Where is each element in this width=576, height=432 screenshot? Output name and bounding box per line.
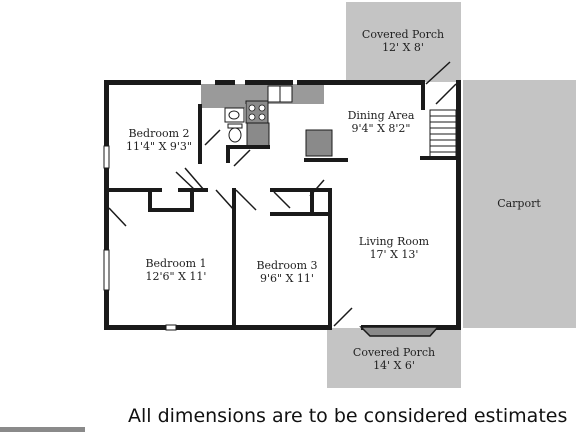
dining-area-size: 9'4" X 8'2" [352, 122, 411, 135]
estimate-disclaimer: All dimensions are to be considered esti… [128, 405, 568, 427]
bedroom-3-name: Bedroom 3 [256, 259, 317, 272]
stove-icon [245, 100, 269, 124]
carport-name: Carport [497, 197, 541, 210]
sink-icon [224, 107, 245, 123]
bottom-left-bar [0, 427, 85, 432]
stair-icon [429, 109, 457, 159]
bedroom-1-name: Bedroom 1 [145, 257, 206, 270]
living-room-name: Living Room [359, 235, 430, 248]
kitchen-counter [201, 84, 324, 104]
bathtub [246, 122, 270, 148]
covered-porch-bottom-size: 14' X 6' [373, 359, 415, 372]
bedroom-1-size: 12'6" X 11' [146, 270, 207, 283]
bedroom-2-size: 11'4" X 9'3" [126, 140, 192, 153]
carport-area [463, 80, 576, 328]
covered-porch-top-name: Covered Porch [362, 28, 444, 41]
bay-window [359, 326, 440, 337]
bedroom-3-size: 9'6" X 11' [260, 272, 314, 285]
dining-area-name: Dining Area [348, 109, 415, 122]
living-room-size: 17' X 13' [370, 248, 419, 261]
covered-porch-bottom-name: Covered Porch [353, 346, 435, 359]
windows [103, 145, 177, 331]
interior-walls [104, 80, 460, 330]
covered-porch-top-size: 12' X 8' [382, 41, 424, 54]
dining-table [305, 129, 333, 157]
door-swing-icon [108, 61, 457, 327]
kitchen-cabinet-left [201, 104, 245, 108]
bedroom-2-name: Bedroom 2 [128, 127, 189, 140]
covered-porch-bottom-area [327, 328, 461, 388]
toilet-icon [227, 123, 243, 143]
